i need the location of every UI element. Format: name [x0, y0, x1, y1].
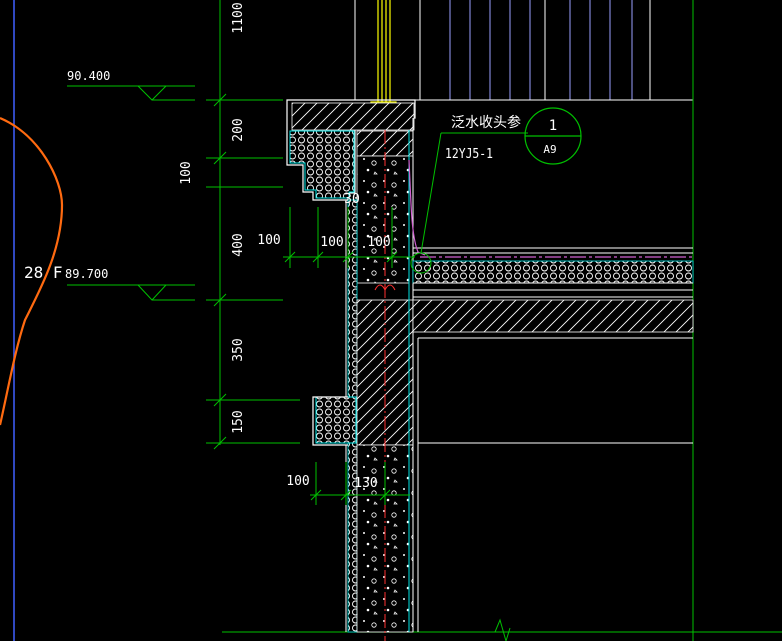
elevation-lower-prefix: 28 F: [24, 263, 63, 282]
callout-circle-top: 1: [549, 118, 557, 134]
roof-slab: [412, 299, 694, 333]
elevation-lower-value: 89.700: [65, 267, 108, 281]
drip-nose-symbol: [374, 284, 396, 292]
dim-vertical-5: 150: [231, 410, 246, 433]
dim-horizontal-row1-1: 100: [320, 235, 343, 250]
dim-horizontal-row1-2: 100: [367, 235, 390, 250]
lower-band-outline: [312, 396, 348, 446]
elevation-upper-value: 90.400: [67, 69, 110, 83]
wall-concrete-dotted-upper: [356, 155, 410, 284]
break-symbol: [494, 618, 511, 641]
lower-band-insulation: [315, 396, 357, 444]
callout-note: 泛水收头参: [451, 114, 521, 131]
flashing-upturn: [408, 159, 426, 256]
dim-horizontal-row2-1: 130: [354, 476, 377, 491]
callout-reference: 12YJ5-1: [445, 147, 493, 162]
dim-vertical-1: 200: [231, 118, 246, 141]
leader-line: [420, 132, 442, 254]
dim-horizontal-row2-0: 100: [286, 474, 309, 489]
parapet-cap-concrete: [291, 102, 415, 131]
dim-vertical-4: 350: [231, 338, 246, 361]
horizontal-dimension-row1: [283, 207, 415, 268]
callout-circle-bottom: A9: [543, 143, 556, 156]
terrain-curve: [0, 116, 64, 426]
elevation-mark-upper: 90.400: [67, 69, 195, 101]
horizontal-dimension-row2: [310, 462, 410, 505]
roof-insulation: [412, 260, 694, 284]
facade-outline: [415, 0, 693, 101]
elevation-mark-lower: 28 F 89.700: [24, 263, 195, 301]
parapet-cap-insulation: [289, 130, 355, 199]
dim-horizontal-row1-0: 100: [257, 233, 280, 248]
dim-vertical-2: 100: [179, 161, 194, 184]
window-frame: [370, 0, 397, 110]
dim-vertical-3: 400: [231, 233, 246, 256]
dim-vertical-0: 1100: [231, 2, 246, 33]
vertical-dimension-chain: [206, 93, 300, 450]
railing-lines: [449, 0, 633, 100]
dim-horizontal-inner: 30: [344, 192, 360, 207]
